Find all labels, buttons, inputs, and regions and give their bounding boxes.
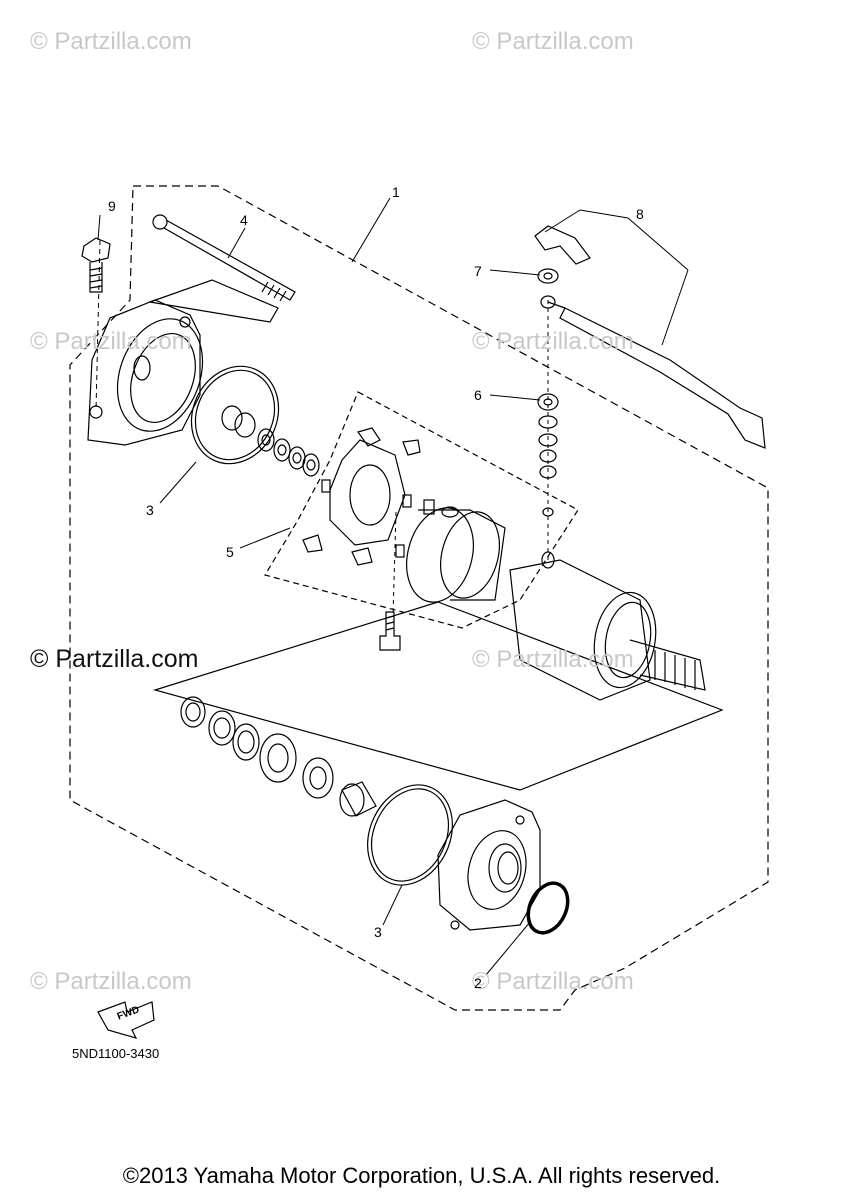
watermark: © Partzilla.com xyxy=(472,968,634,995)
shaft-guide-plate xyxy=(152,601,724,791)
part-code: 5ND1100-3430 xyxy=(72,1046,160,1061)
watermark: © Partzilla.com xyxy=(30,328,192,355)
callout-7: 7 xyxy=(474,263,482,279)
watermark: © Partzilla.com xyxy=(472,28,634,55)
bolt-guide-plate xyxy=(147,279,279,323)
copyright-notice: ©2013 Yamaha Motor Corporation, U.S.A. A… xyxy=(122,1163,721,1188)
fwd-arrow xyxy=(97,1001,155,1039)
washer-stack-upper xyxy=(221,405,320,477)
callout-3: 3 xyxy=(374,924,382,940)
o-ring-lower xyxy=(367,784,453,886)
callout-6: 6 xyxy=(474,387,482,403)
o-ring-part-2 xyxy=(526,881,570,935)
callout-4: 4 xyxy=(240,212,248,228)
yoke xyxy=(406,506,506,603)
front-cover xyxy=(437,799,541,931)
bolt-part-9 xyxy=(81,237,111,293)
starter-cable-part-8 xyxy=(534,225,766,449)
brush-assembly-outline xyxy=(264,391,579,629)
long-bolt-part-4 xyxy=(152,214,296,302)
o-ring-upper xyxy=(190,365,280,465)
callout-5: 5 xyxy=(226,544,234,560)
callout-3: 3 xyxy=(146,502,154,518)
armature xyxy=(509,559,706,701)
watermark: © Partzilla.com xyxy=(30,968,192,995)
rear-cover xyxy=(87,299,204,446)
callout-9: 9 xyxy=(108,198,116,214)
callout-1: 1 xyxy=(392,184,400,200)
washer-stack-lower xyxy=(180,696,377,817)
watermark: © Partzilla.com xyxy=(472,328,634,355)
callout-2: 2 xyxy=(474,975,482,991)
watermark: © Partzilla.com xyxy=(472,646,634,673)
brush-plate xyxy=(302,427,435,566)
brush-screw xyxy=(379,611,401,651)
assembly-outline xyxy=(69,185,769,1011)
callout-8: 8 xyxy=(636,206,644,222)
watermark-prominent: © Partzilla.com xyxy=(30,645,199,673)
leader-lines xyxy=(95,197,689,976)
terminal-hardware xyxy=(537,268,559,569)
watermark: © Partzilla.com xyxy=(30,28,192,55)
